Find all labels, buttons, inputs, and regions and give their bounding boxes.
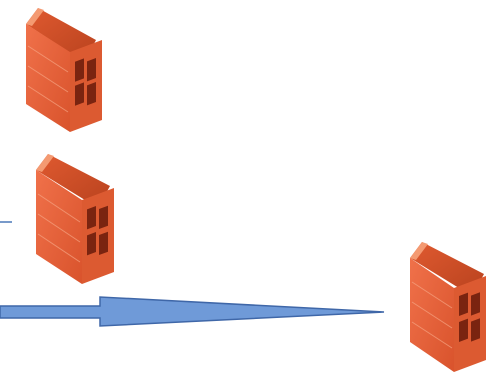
arrow [0, 297, 384, 326]
brick-right [410, 242, 486, 372]
brick-top-left [26, 8, 102, 132]
brick-middle-left [36, 154, 114, 284]
